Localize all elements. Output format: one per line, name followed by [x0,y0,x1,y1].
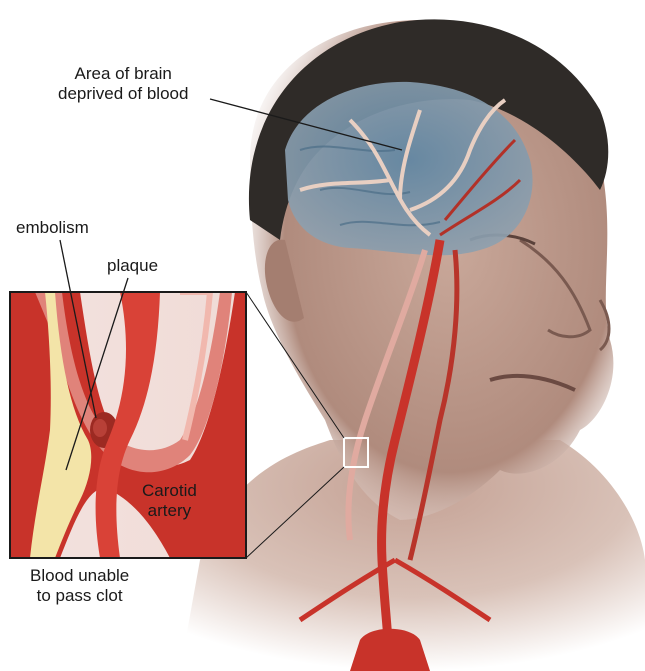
label-plaque: plaque [107,256,158,276]
label-blood-unable: Blood unable to pass clot [30,566,129,606]
label-blood-line1: Blood unable [30,566,129,586]
label-carotid-line1: Carotid [142,481,197,501]
label-carotid-line2: artery [142,501,197,521]
label-brain-line1: Area of brain [58,64,188,84]
inset-artery-closeup [10,292,246,558]
label-embolism: embolism [16,218,89,238]
label-carotid-artery: Carotid artery [142,481,197,521]
brain-region [285,82,533,255]
label-blood-line2: to pass clot [30,586,129,606]
label-brain-line2: deprived of blood [58,84,188,104]
label-area-of-brain: Area of brain deprived of blood [58,64,188,104]
